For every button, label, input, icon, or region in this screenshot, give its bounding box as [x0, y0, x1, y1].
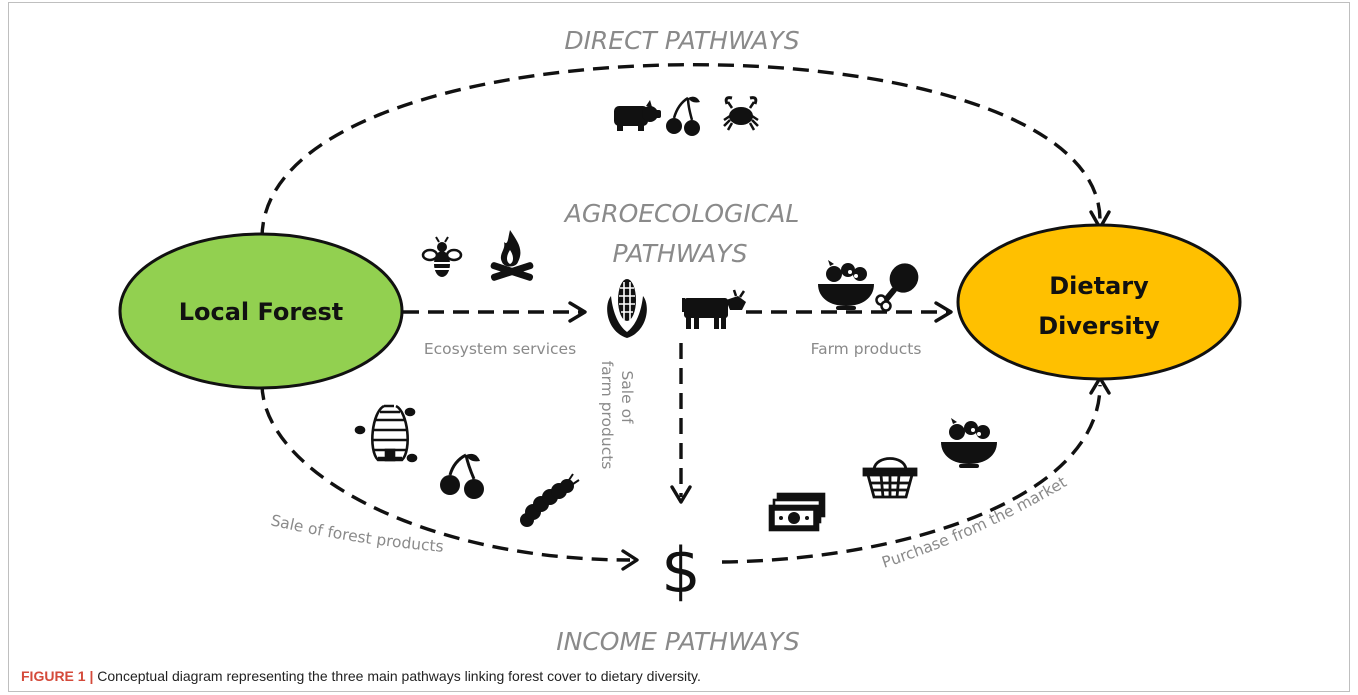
banknotes-icon [768, 492, 826, 532]
local-forest-label: Local Forest [179, 298, 344, 326]
dietary-diversity-label-line1: Dietary [1049, 272, 1149, 300]
figure-caption-text: Conceptual diagram representing the thre… [93, 668, 701, 684]
farm-products-arrowhead [934, 301, 953, 323]
fruit-bowl-icon-2 [941, 418, 997, 468]
corn-icon [607, 279, 647, 338]
direct-pathway-arc [260, 63, 1102, 239]
campfire-icon [490, 230, 534, 281]
cow-icon [682, 289, 746, 329]
sale-forest-products-edge [260, 383, 631, 562]
beehive-icon [354, 404, 418, 463]
pig-icon [614, 100, 661, 131]
basket-icon [862, 457, 918, 499]
sale-forest-arrowhead [621, 549, 639, 571]
farm-products-label: Farm products [811, 340, 922, 358]
crab-icon [723, 96, 759, 131]
figure-caption: FIGURE 1 | Conceptual diagram representi… [21, 668, 701, 684]
caterpillar-icon [520, 473, 580, 527]
cherries-icon [666, 96, 700, 136]
local-forest-node [118, 232, 404, 390]
income-pathways-title: INCOME PATHWAYS [556, 627, 800, 656]
figure-caption-label: FIGURE 1 | [21, 668, 94, 684]
fruit-bowl-icon [818, 260, 874, 310]
ecosystem-arrowhead [568, 301, 587, 323]
sale-farm-arrowhead [670, 485, 692, 504]
ecosystem-services-label: Ecosystem services [424, 340, 576, 358]
agroecological-title-line2: PATHWAYS [613, 239, 748, 268]
bee-icon [421, 236, 463, 277]
dietary-diversity-label-line2: Diversity [1038, 312, 1160, 340]
sale-forest-products-label: Sale of forest products [269, 511, 444, 556]
dietary-diversity-node [956, 223, 1242, 381]
sale-of-label: Sale of [618, 370, 636, 424]
direct-pathways-title: DIRECT PATHWAYS [564, 26, 799, 55]
agroecological-title-line1: AGROECOLOGICAL [563, 199, 800, 228]
cherries-icon-2 [440, 453, 484, 499]
dollar-sign: $ [661, 534, 700, 607]
chicken-leg-icon [875, 263, 919, 312]
purchase-market-edge [721, 384, 1102, 564]
farm-products-vertical-label: farm products [598, 361, 616, 470]
